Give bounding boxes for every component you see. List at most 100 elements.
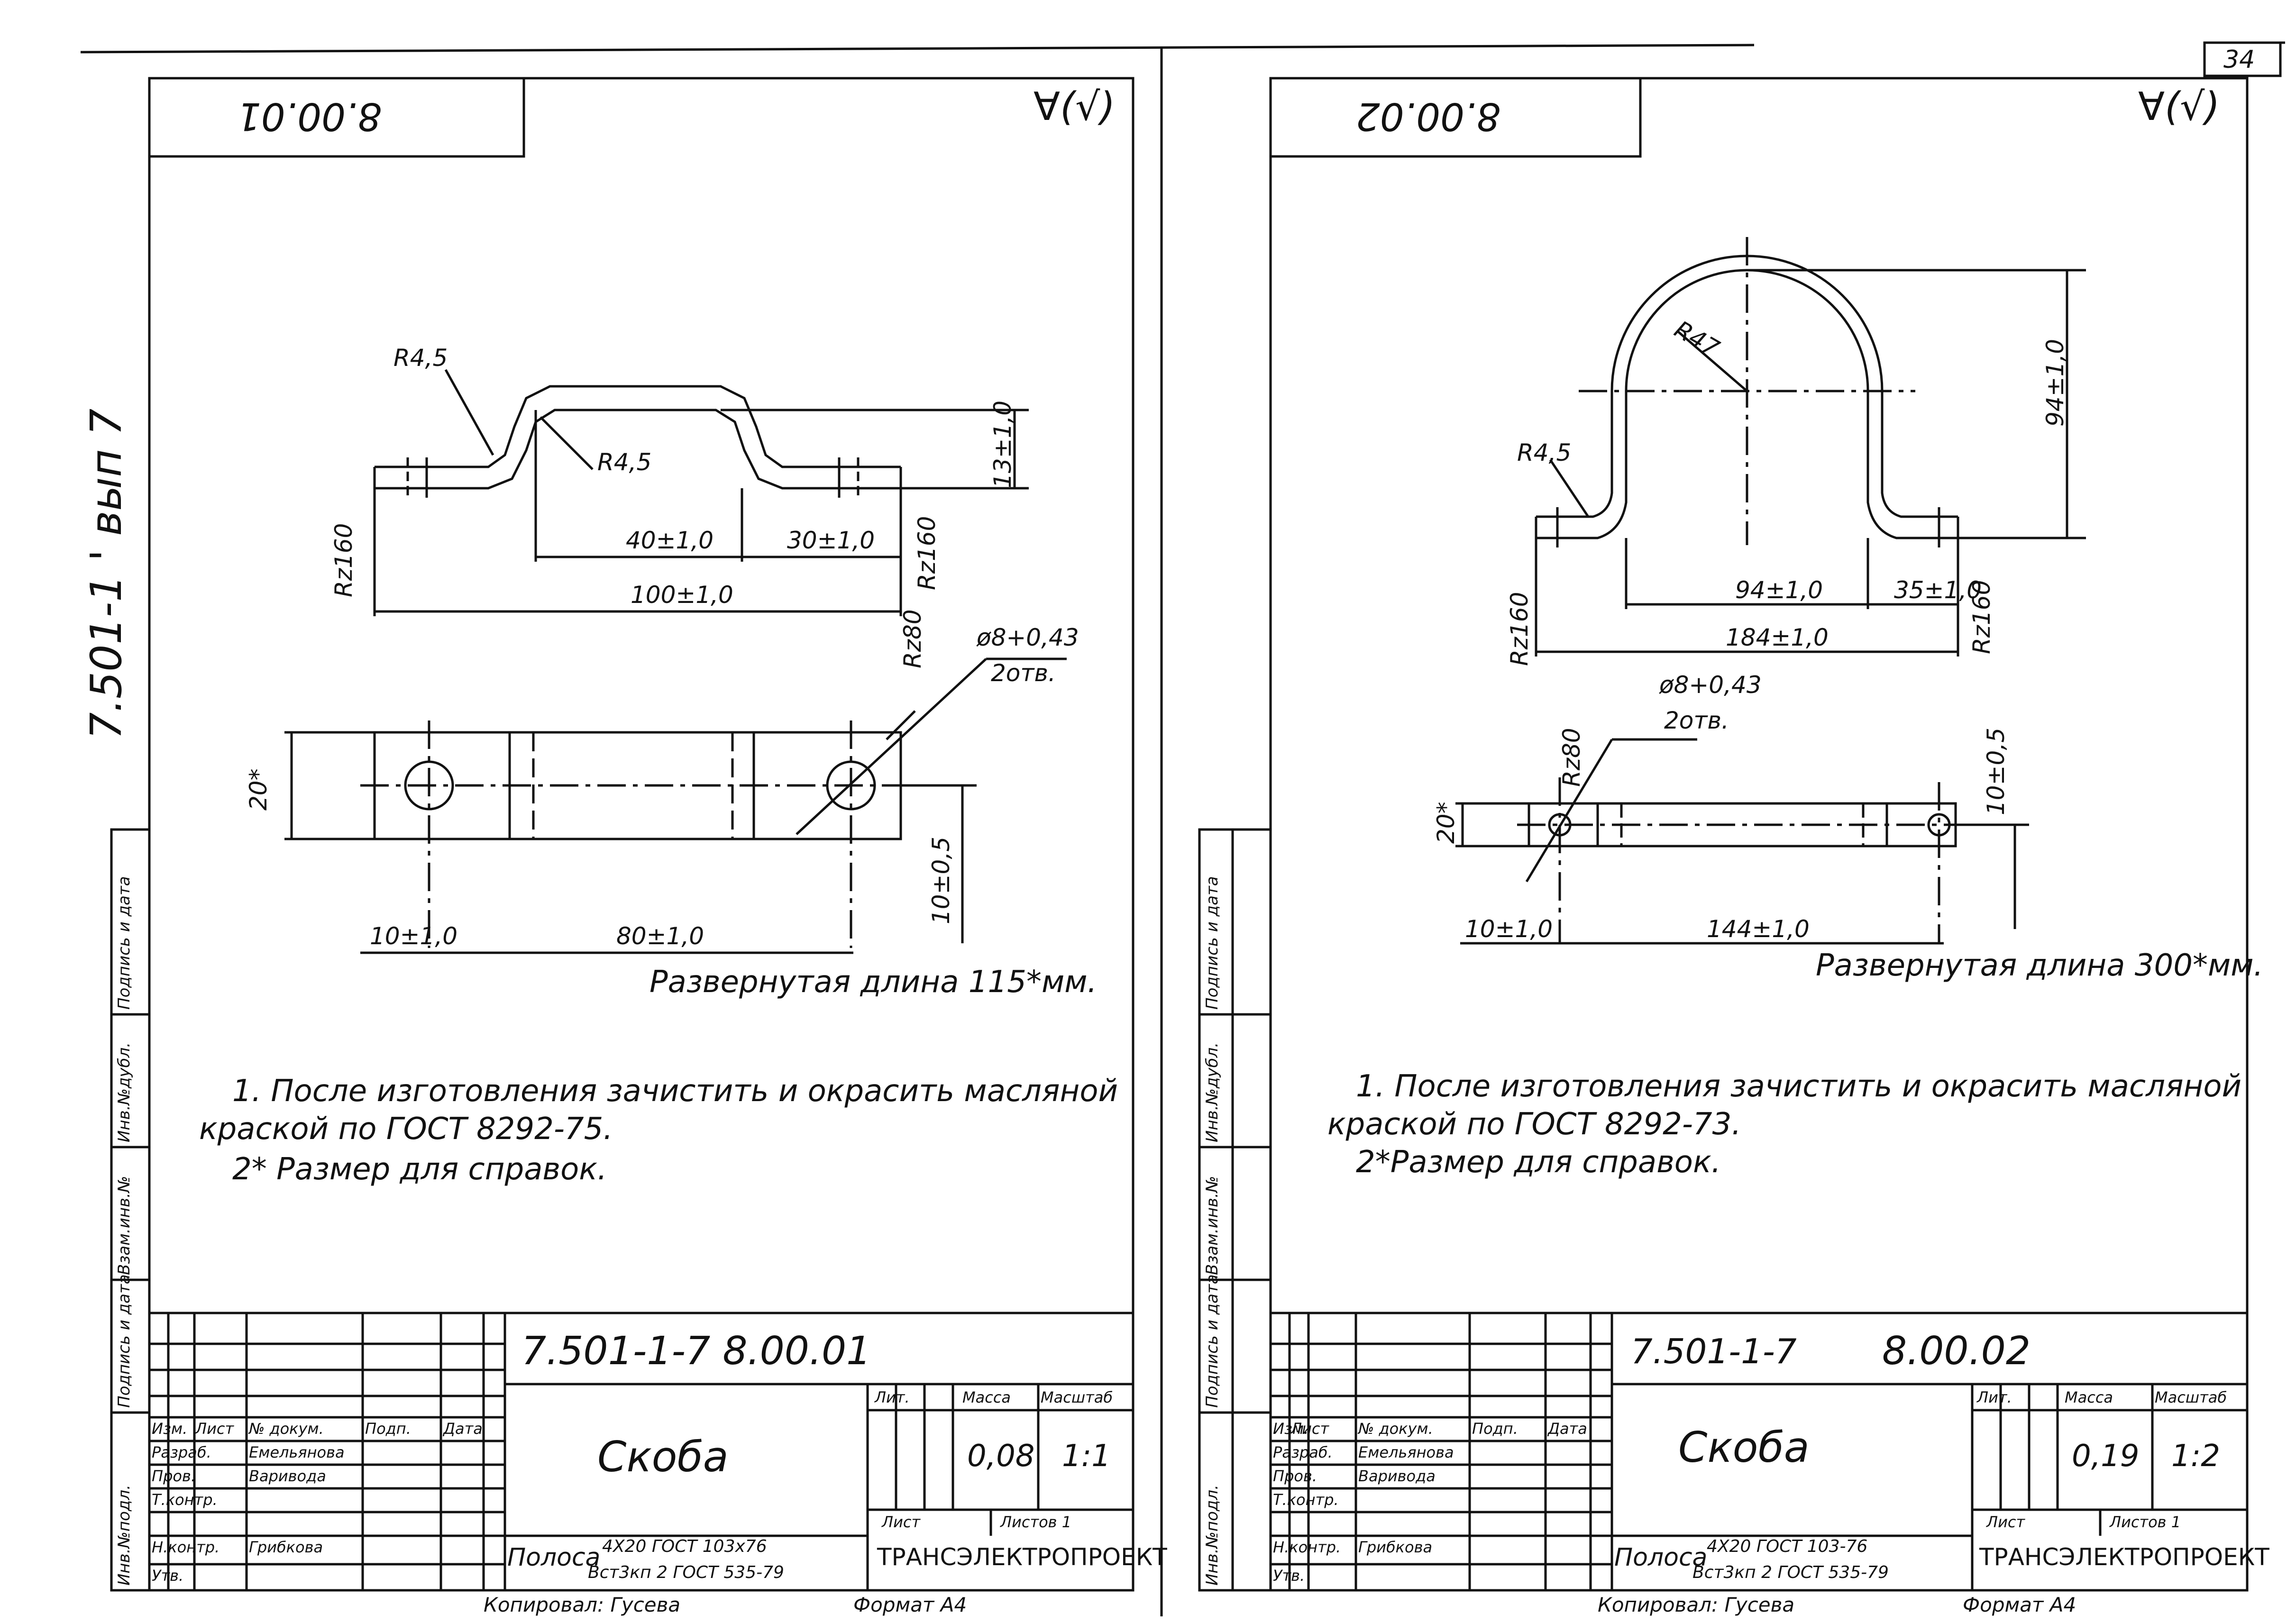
right-rz-left: Rz160 [1506, 592, 1533, 666]
left-unrolled-length: Развернутая длина 115*мм. [649, 965, 1097, 1000]
left-tb-col-sign: Подп. [365, 1420, 411, 1438]
right-dim-94: 94±1,0 [1735, 576, 1823, 604]
left-dim-80: 80±1,0 [616, 922, 704, 950]
left-tb-mat-top: 4Х20 ГОСТ 103х76 [602, 1537, 767, 1556]
right-tb-scale: 1:2 [2171, 1439, 2220, 1474]
right-tb-mat-bot: Вст3кп 2 ГОСТ 535-79 [1692, 1563, 1889, 1582]
right-tb-col-izm: Изм. [1273, 1420, 1309, 1438]
left-tb-col-izm: Изм. [152, 1420, 188, 1438]
right-tb-row-prov: Пров. [1273, 1467, 1317, 1485]
side-stamp-dup: Инв.№дубл. [115, 1042, 134, 1142]
right-tb-row-razrab: Разраб. [1273, 1443, 1333, 1461]
right-tb-col-sign: Подп. [1472, 1420, 1518, 1438]
right-dim-144: 144±1,0 [1707, 915, 1810, 943]
left-tb-row-nkontr: Н.контр. [152, 1538, 220, 1556]
right-tb-col-list: Лист [1290, 1420, 1329, 1438]
left-tb-code: 7.501-1-7 8.00.01 [521, 1329, 871, 1374]
left-tb-col-date: Дата [443, 1420, 483, 1438]
right-tb-mat-top: 4Х20 ГОСТ 103-76 [1707, 1537, 1868, 1556]
side-stamp-sign-date: Подпись и дата [115, 876, 134, 1010]
left-tb-name-1: Емельянова [249, 1443, 345, 1461]
right-hole-count: 2отв. [1664, 707, 1729, 734]
right-tb-row-nkontr: Н.контр. [1273, 1538, 1341, 1556]
left-tb-col-doc: № докум. [249, 1420, 324, 1438]
left-tb-mat-a: Полоса [507, 1543, 601, 1572]
left-note-1b: краской по ГОСТ 8292-75. [199, 1112, 613, 1147]
left-hole-count: 2отв. [991, 659, 1056, 687]
left-tb-col-list: Лист [195, 1420, 234, 1438]
left-tb-scale-h: Масштаб [1041, 1388, 1113, 1406]
right-tb-col-doc: № докум. [1358, 1420, 1433, 1438]
r-side-stamp-dup: Инв.№дубл. [1203, 1042, 1222, 1142]
left-header-code: 8.00.01 [237, 94, 382, 138]
right-tb-row-tkontr: Т.контр. [1273, 1491, 1339, 1509]
right-dim-35: 35±1,0 [1894, 576, 1982, 604]
right-tb-mat-a: Полоса [1614, 1543, 1708, 1572]
left-dim-40: 40±1,0 [626, 527, 714, 554]
left-tb-name-2: Варивода [249, 1467, 326, 1485]
left-header-box [148, 77, 525, 158]
right-format: Формат А4 [1963, 1593, 2076, 1616]
left-roughness-mark: ∀(√) [1034, 84, 1116, 129]
left-dim-10-05: 10±0,5 [927, 836, 955, 924]
right-tb-sheet: Лист [1986, 1513, 2025, 1531]
left-rz80: Rz80 [899, 609, 926, 668]
right-tb-row-utv: Утв. [1273, 1567, 1305, 1585]
left-dim-20: 20* [245, 768, 272, 811]
left-dim-30: 30±1,0 [787, 527, 875, 554]
right-note-1: 1. После изготовления зачистить и окраси… [1356, 1069, 2242, 1104]
left-note-2: 2* Размер для справок. [232, 1152, 607, 1187]
left-dim-100: 100±1,0 [631, 581, 733, 609]
r-side-stamp-sign-date: Подпись и дата [1203, 876, 1222, 1010]
left-tb-sheets: Листов 1 [1000, 1513, 1072, 1531]
left-dim-10: 10±1,0 [370, 922, 458, 950]
r-side-stamp-replace: Взам.инв.№ [1203, 1176, 1222, 1275]
side-stamp-replace: Взам.инв.№ [115, 1176, 134, 1275]
left-tb-mass-h: Масса [962, 1388, 1011, 1406]
right-header-code: 8.00.02 [1356, 94, 1501, 138]
right-tb-code-2: 8.00.02 [1882, 1329, 2031, 1374]
left-tb-scale: 1:1 [1062, 1439, 1111, 1474]
left-dim-r2: R4,5 [597, 448, 652, 476]
right-tb-sheets: Листов 1 [2110, 1513, 2181, 1531]
side-stamp-inv: Инв.№подл. [115, 1485, 134, 1586]
right-dim-184: 184±1,0 [1726, 624, 1829, 651]
right-hole-diameter: ø8+0,43 [1659, 671, 1762, 699]
left-tb-name: Скоба [597, 1432, 729, 1481]
right-tb-scale-h: Масштаб [2155, 1388, 2227, 1406]
right-roughness-mark: ∀(√) [2138, 84, 2220, 129]
right-tb-name: Скоба [1678, 1423, 1810, 1472]
left-copied-by: Копировал: Гусева [484, 1593, 681, 1616]
right-dim-20: 20* [1432, 802, 1460, 844]
left-dim-r1: R4,5 [393, 344, 448, 372]
right-tb-mass-h: Масса [2065, 1388, 2113, 1406]
sheet-number-box [2203, 41, 2282, 77]
side-code: 7.501-1 ' вып 7 [82, 408, 131, 739]
right-dim-r45: R4,5 [1517, 439, 1572, 466]
left-tb-mass: 0,08 [967, 1439, 1035, 1474]
side-stamp-sign-date-2: Подпись и дата [115, 1274, 134, 1408]
left-tb-sheet: Лист [882, 1513, 921, 1531]
left-tb-org: ТРАНСЭЛЕКТРОПРОЕКТ [877, 1543, 1167, 1571]
right-tb-org: ТРАНСЭЛЕКТРОПРОЕКТ [1979, 1543, 2269, 1571]
right-tb-name-5: Грибкова [1358, 1538, 1433, 1556]
left-tb-name-5: Грибкова [249, 1538, 323, 1556]
right-tb-code: 7.501-1-7 [1631, 1331, 1797, 1371]
left-tb-row-tkontr: Т.контр. [152, 1491, 218, 1509]
left-tb-row-razrab: Разраб. [152, 1443, 211, 1461]
right-tb-name-1: Емельянова [1358, 1443, 1454, 1461]
left-tb-row-prov: Пров. [152, 1467, 196, 1485]
right-tb-col-date: Дата [1548, 1420, 1587, 1438]
right-dim-94-height: 94±1,0 [2041, 338, 2069, 427]
right-tb-name-2: Варивода [1358, 1467, 1436, 1485]
sheet-number: 34 [2223, 46, 2255, 74]
left-rz-right: Rz160 [913, 516, 941, 590]
r-side-stamp-inv: Инв.№подл. [1203, 1485, 1222, 1586]
right-dim-10-05: 10±0,5 [1982, 727, 2010, 815]
left-rz-left: Rz160 [330, 523, 357, 597]
left-tb-lit: Лит. [875, 1388, 910, 1406]
right-tb-mass: 0,19 [2072, 1439, 2140, 1474]
r-side-stamp-sign-date-2: Подпись и дата [1203, 1274, 1222, 1408]
